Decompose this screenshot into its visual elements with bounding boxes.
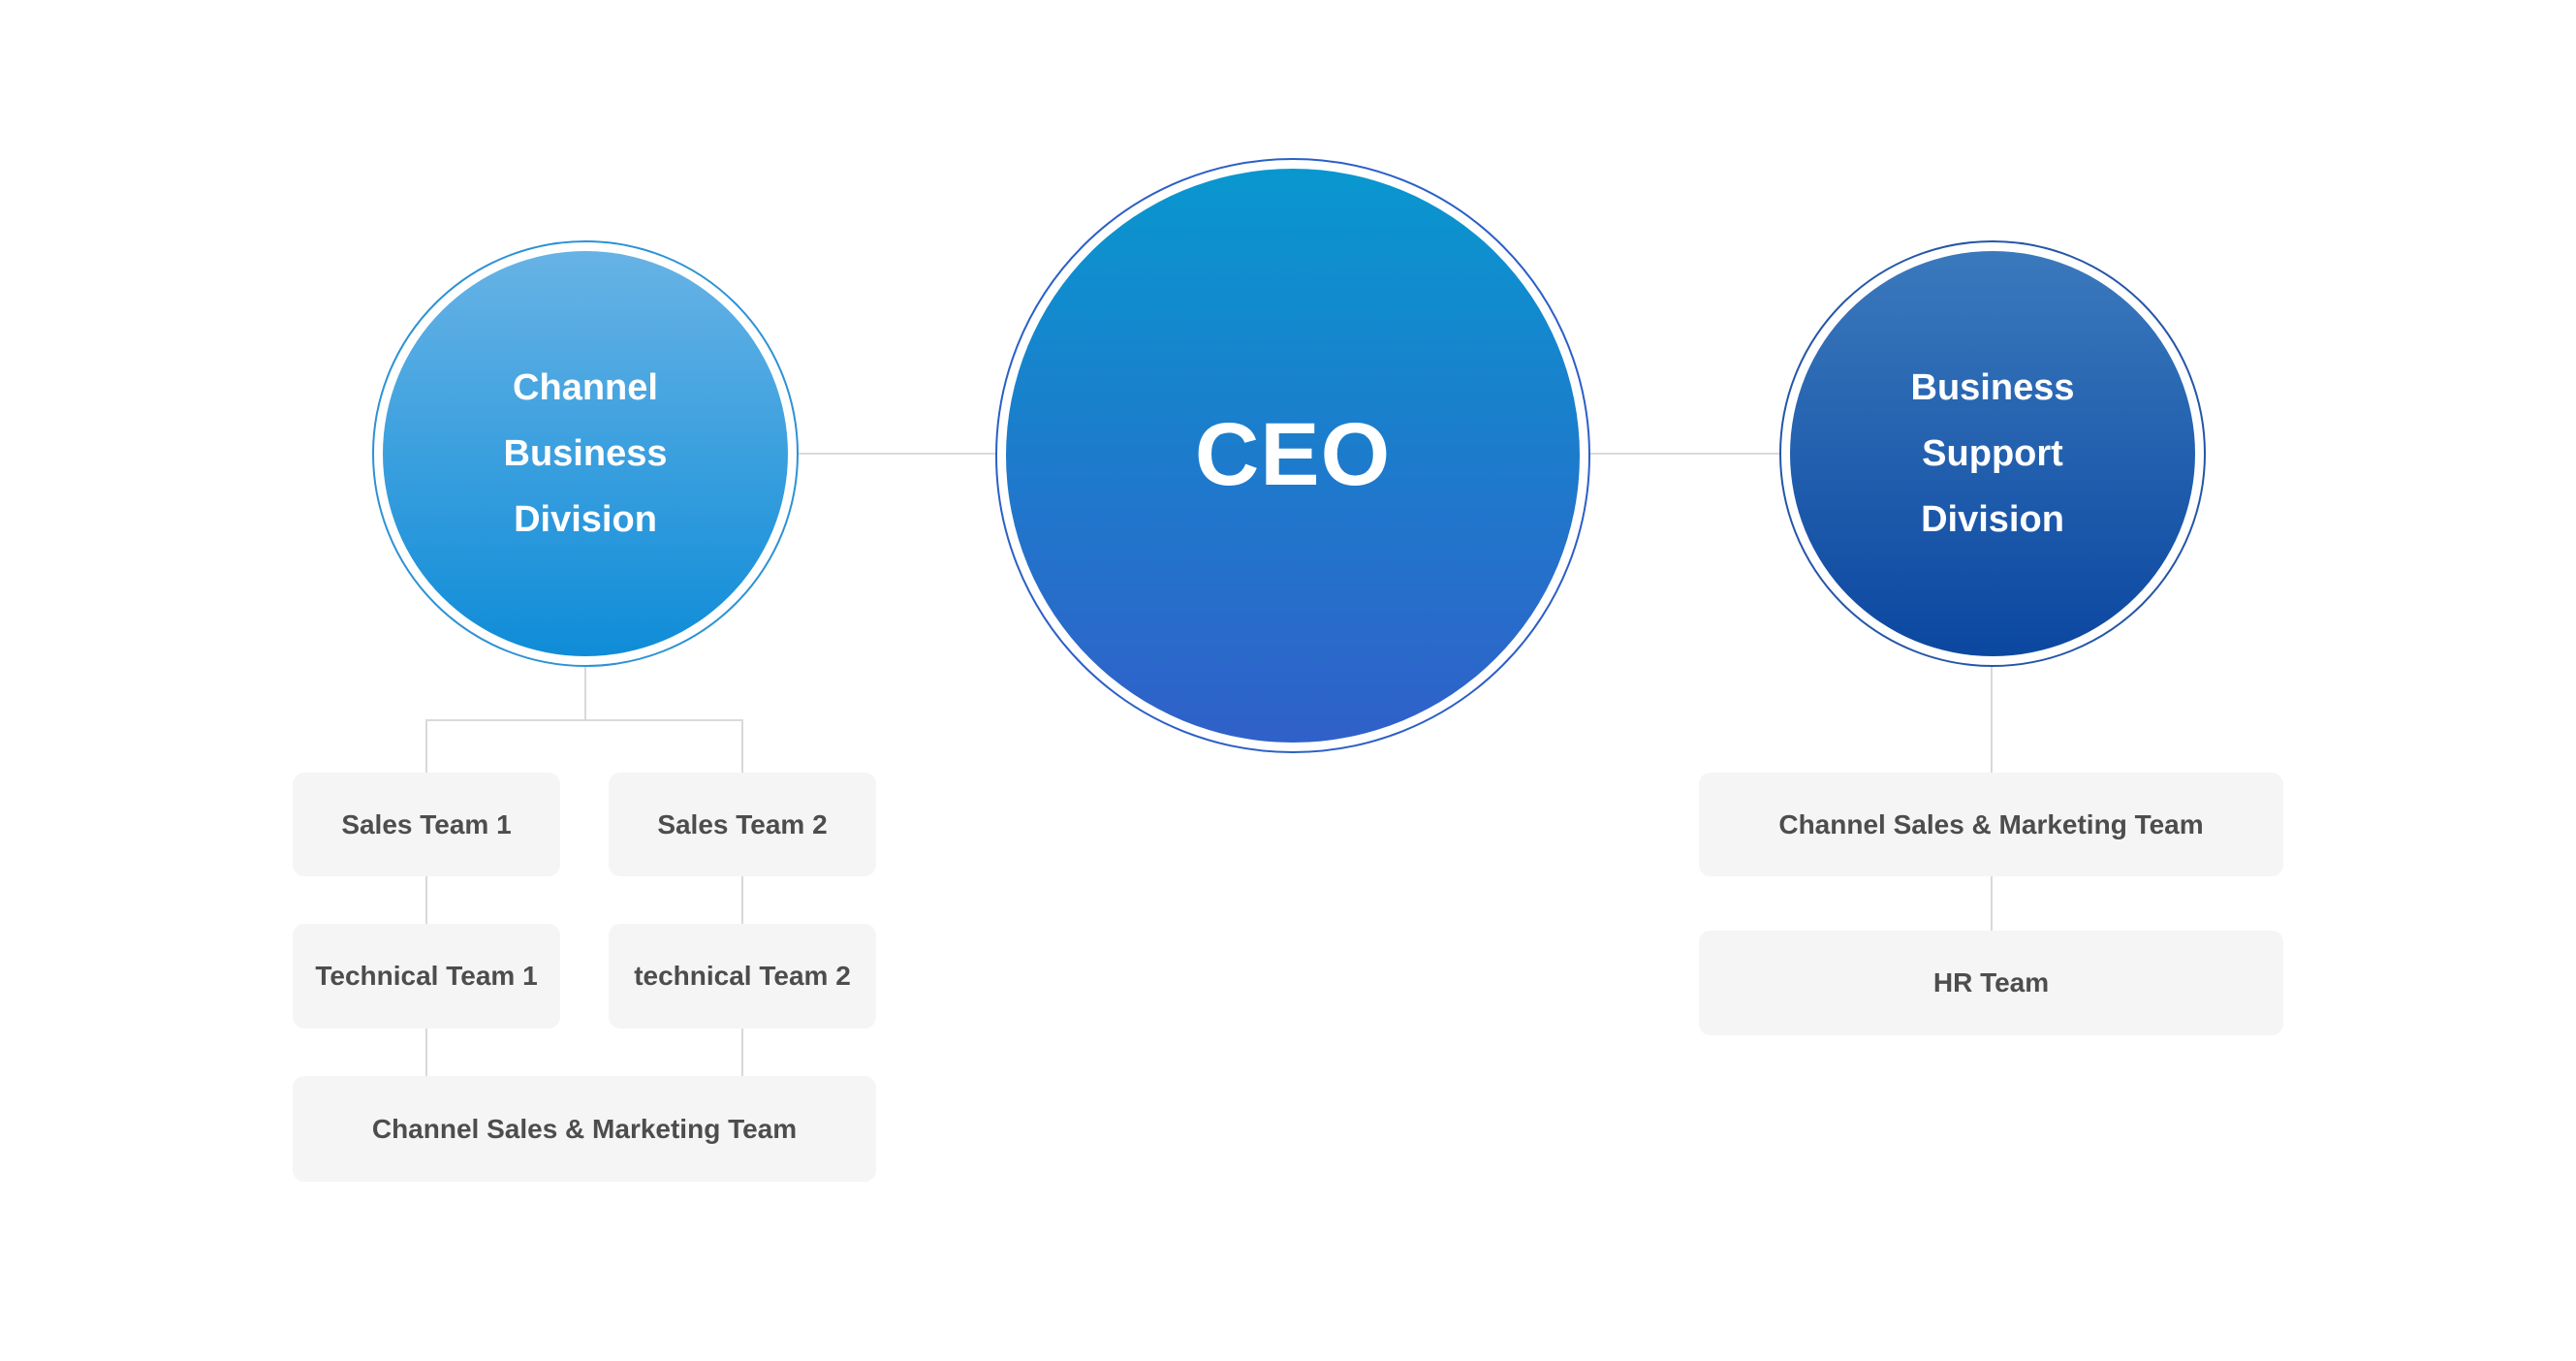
connector-channel-division-stem (584, 667, 586, 721)
connector-ceo-to-support-division (1588, 453, 1781, 455)
ceo-node-label: CEO (1194, 405, 1392, 505)
business-support-division-fill: Business Support Division (1790, 251, 2195, 656)
team-box-sales-team-2-label: Sales Team 2 (657, 808, 828, 839)
connector-technical2-to-csm-team (741, 1029, 743, 1076)
connector-channel-division-bar (425, 719, 743, 721)
connector-sales1-to-technical1 (425, 876, 427, 924)
connector-branch-sales-team-2 (741, 719, 743, 773)
team-box-technical-team-1[interactable]: Technical Team 1 (293, 924, 560, 1029)
connector-csm-team-to-hr-team (1991, 876, 1993, 931)
business-support-division-label: Business Support Division (1910, 367, 2075, 540)
channel-business-division-node[interactable]: Channel Business Division (372, 240, 799, 667)
team-box-sales-team-1-label: Sales Team 1 (341, 808, 512, 839)
connector-ceo-to-channel-division (799, 453, 997, 455)
channel-business-division-label: Channel Business Division (503, 367, 668, 540)
business-support-division-node[interactable]: Business Support Division (1779, 240, 2206, 667)
team-box-hr-team[interactable]: HR Team (1699, 931, 2283, 1035)
connector-sales2-to-technical2 (741, 876, 743, 924)
team-box-channel-sales-marketing-left-label: Channel Sales & Marketing Team (371, 1113, 798, 1144)
team-box-technical-team-1-label: Technical Team 1 (315, 961, 538, 991)
channel-business-division-fill: Channel Business Division (383, 251, 788, 656)
team-box-channel-sales-marketing-right[interactable]: Channel Sales & Marketing Team (1699, 773, 2283, 876)
team-box-hr-team-label: HR Team (1932, 967, 2050, 997)
connector-support-division-stem (1991, 667, 1993, 773)
team-box-sales-team-2[interactable]: Sales Team 2 (609, 773, 876, 876)
team-box-channel-sales-marketing-left[interactable]: Channel Sales & Marketing Team (293, 1076, 876, 1182)
team-box-channel-sales-marketing-right-label: Channel Sales & Marketing Team (1778, 808, 2204, 839)
connector-branch-sales-team-1 (425, 719, 427, 773)
team-box-sales-team-1[interactable]: Sales Team 1 (293, 773, 560, 876)
connector-technical1-to-csm-team (425, 1029, 427, 1076)
ceo-node-fill: CEO (1006, 169, 1580, 743)
team-box-technical-team-2-label: technical Team 2 (634, 961, 851, 991)
team-box-technical-team-2[interactable]: technical Team 2 (609, 924, 876, 1029)
ceo-node[interactable]: CEO (995, 158, 1590, 753)
